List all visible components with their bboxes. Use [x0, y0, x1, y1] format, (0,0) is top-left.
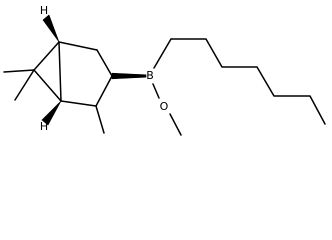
bond-c4-methyl	[95, 105, 105, 134]
bond-c5-bridge	[33, 69, 62, 102]
hexyl-chain	[170, 38, 326, 125]
atom-label-oxygen: O	[160, 100, 169, 113]
bond-c2-c3	[96, 49, 113, 77]
bond-bridge-methyl-top	[3, 69, 35, 73]
atom-label-boron: B	[146, 69, 154, 82]
atom-label-h-bottom: H	[40, 120, 48, 133]
bond-c3-c4	[95, 75, 113, 107]
wedge-bond-c3-boron	[111, 72, 147, 80]
wedge-bond-c5-h	[41, 100, 62, 126]
bond-boron-hexyl	[153, 38, 172, 69]
bond-oxygen-methyl	[169, 113, 182, 136]
bond-c4-c5	[60, 100, 97, 107]
bond-bridge-methyl-bottom	[14, 69, 35, 101]
bond-c1-c2	[58, 41, 98, 51]
bond-boron-oxygen	[152, 83, 160, 99]
wedge-bond-c1-h	[42, 14, 60, 43]
bond-c1-c5	[58, 41, 62, 102]
bond-bridge-c1	[33, 41, 60, 71]
atom-label-h-top: H	[40, 4, 48, 17]
molecule-structure-diagram: H H B O	[3, 4, 326, 136]
